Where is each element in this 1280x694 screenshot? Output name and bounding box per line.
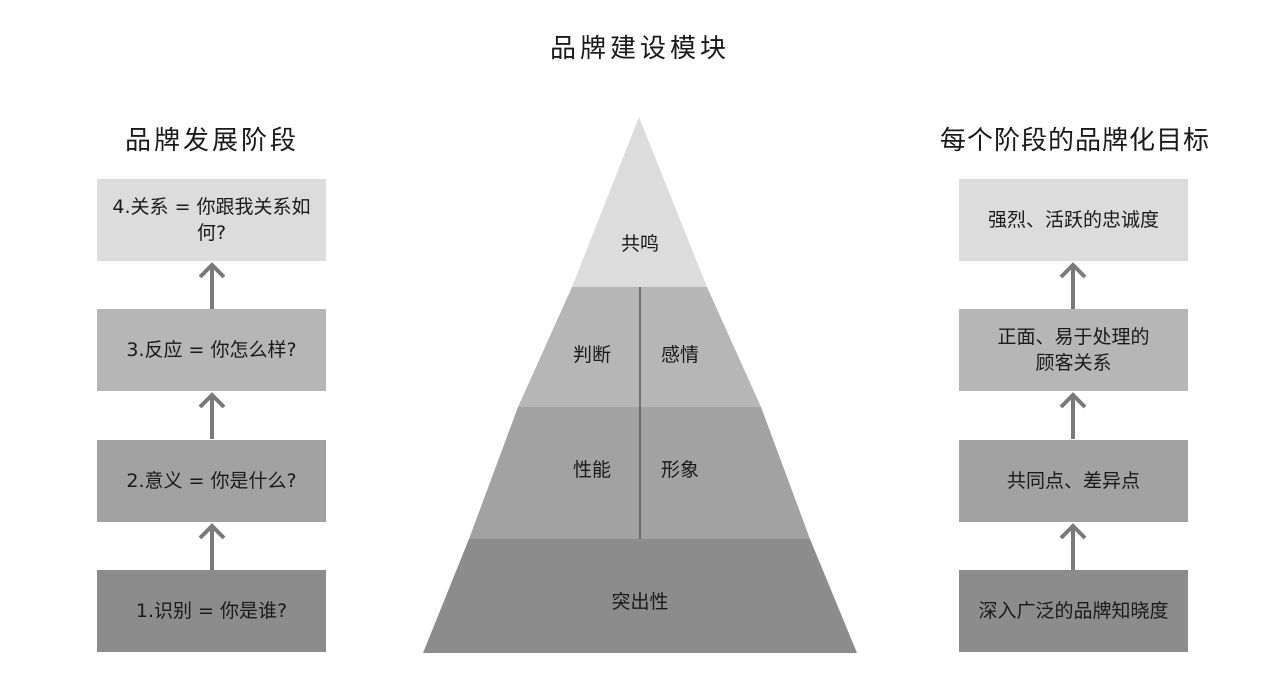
goal-label: 深入广泛的品牌知晓度 xyxy=(978,600,1169,622)
arrow-up-icon xyxy=(1058,261,1088,309)
stage-box-identity: 1.识别 = 你是谁? xyxy=(97,570,326,652)
left-column-title: 品牌发展阶段 xyxy=(124,126,299,156)
stage-label: 2.意义 = 你是什么? xyxy=(126,470,297,492)
goal-box-awareness: 深入广泛的品牌知晓度 xyxy=(959,570,1188,652)
pyramid-label-resonance: 共鸣 xyxy=(620,233,659,255)
stage-box-response: 3.反应 = 你怎么样? xyxy=(97,309,326,391)
goal-box-customer-reactions: 正面、易于处理的 顾客关系 xyxy=(959,309,1188,391)
goal-box-points-of-parity: 共同点、差异点 xyxy=(959,440,1188,522)
arrow-up-icon xyxy=(197,391,227,439)
pyramid-label-salience: 突出性 xyxy=(611,591,669,613)
goal-box-loyalty: 强烈、活跃的忠诚度 xyxy=(959,179,1188,261)
pyramid-base xyxy=(423,539,857,653)
diagram-title: 品牌建设模块 xyxy=(549,34,730,64)
arrow-up-icon xyxy=(1058,391,1088,439)
goal-label: 强烈、活跃的忠诚度 xyxy=(987,209,1159,231)
goal-label: 共同点、差异点 xyxy=(1006,470,1140,492)
arrow-up-icon xyxy=(197,522,227,570)
pyramid-top xyxy=(572,117,707,287)
goal-label: 正面、易于处理的 顾客关系 xyxy=(997,326,1150,374)
pyramid-label-performance: 性能 xyxy=(572,459,611,481)
pyramid-label-imagery: 形象 xyxy=(660,459,699,481)
arrow-up-icon xyxy=(1058,522,1088,570)
pyramid-label-feelings: 感情 xyxy=(660,344,699,366)
pyramid-label-judgments: 判断 xyxy=(572,344,611,366)
stage-box-relationship: 4.关系 = 你跟我关系如何? xyxy=(97,179,326,261)
stage-label: 4.关系 = 你跟我关系如何? xyxy=(112,196,311,244)
right-column-title: 每个阶段的品牌化目标 xyxy=(939,126,1210,156)
arrow-up-icon xyxy=(197,261,227,309)
stage-box-meaning: 2.意义 = 你是什么? xyxy=(97,440,326,522)
stage-label: 3.反应 = 你怎么样? xyxy=(126,339,297,361)
stage-label: 1.识别 = 你是谁? xyxy=(135,600,288,622)
